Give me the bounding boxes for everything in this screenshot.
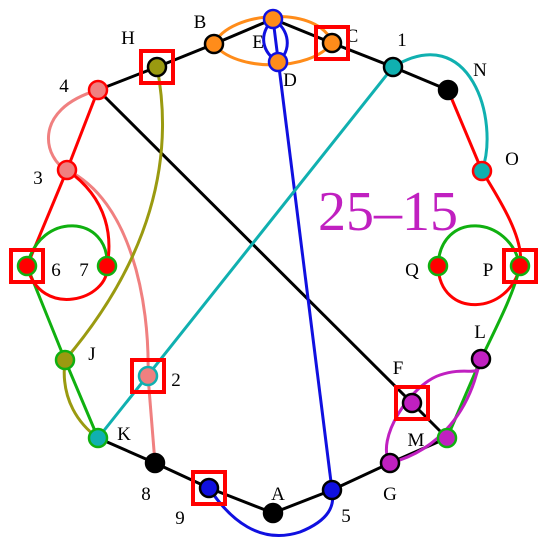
node-1	[382, 56, 404, 78]
node-label-1: 1	[397, 30, 407, 51]
highlight-box-C	[314, 25, 350, 61]
node-label-Q: Q	[405, 260, 419, 281]
node-K	[87, 427, 109, 449]
edge-A-5	[272, 488, 333, 515]
node-O	[471, 160, 493, 182]
node-5	[321, 479, 343, 501]
node-label-K: K	[117, 424, 131, 445]
curve-green-6-7-upper	[25, 224, 109, 267]
boxes-layer	[9, 25, 538, 506]
curve-olive-H-J	[63, 66, 164, 361]
edge-N-O	[446, 89, 484, 172]
node-label-A: A	[271, 484, 285, 505]
node-A	[262, 502, 284, 524]
node-label-9: 9	[175, 508, 185, 529]
node-label-3: 3	[33, 168, 43, 189]
node-label-4: 4	[59, 76, 69, 97]
edge-2-8	[146, 375, 157, 464]
node-label-5: 5	[341, 506, 351, 527]
edge-E-C	[272, 17, 333, 45]
node-E	[262, 8, 284, 30]
edge-C-1	[331, 41, 394, 69]
highlight-box-6	[9, 248, 45, 284]
node-label-M: M	[408, 430, 425, 451]
node-6	[16, 255, 38, 277]
node-C	[321, 32, 343, 54]
node-G	[379, 452, 401, 474]
highlight-box-P	[502, 248, 538, 284]
node-F	[401, 392, 423, 414]
curve-teal-1-O	[392, 53, 489, 172]
node-J	[54, 349, 76, 371]
node-label-D: D	[283, 70, 297, 91]
highlight-box-H	[139, 49, 175, 85]
node-D	[267, 51, 289, 73]
node-label-J: J	[88, 344, 95, 365]
edge-J-K	[63, 359, 100, 439]
node-label-6: 6	[51, 260, 61, 281]
node-label-L: L	[474, 322, 486, 343]
node-9	[198, 477, 220, 499]
node-label-O: O	[505, 149, 519, 170]
edge-E-5	[271, 18, 334, 491]
node-label-2: 2	[171, 370, 181, 391]
node-P	[509, 255, 531, 277]
node-label-7: 7	[79, 260, 89, 281]
edge-5-G	[331, 461, 391, 492]
edge-B-E	[213, 17, 274, 46]
nodes-layer	[16, 8, 531, 524]
node-label-8: 8	[141, 484, 151, 505]
node-7	[96, 255, 118, 277]
node-M	[436, 427, 458, 449]
edge-K-8	[97, 436, 156, 465]
node-3	[56, 159, 78, 181]
edge-9-A	[208, 486, 274, 515]
highlight-box-F	[394, 385, 430, 421]
edge-4-3	[65, 89, 100, 171]
node-L	[470, 348, 492, 370]
node-8	[144, 452, 166, 474]
node-label-E: E	[252, 32, 264, 53]
node-4	[87, 79, 109, 101]
node-label-H: H	[121, 28, 135, 49]
edge-4-F	[96, 88, 414, 405]
score-text: 25–15	[318, 181, 458, 243]
node-2	[137, 365, 159, 387]
highlight-box-9	[191, 470, 227, 506]
node-H	[146, 56, 168, 78]
node-label-F: F	[393, 358, 404, 379]
node-Q	[427, 255, 449, 277]
node-label-G: G	[383, 484, 397, 505]
node-N	[437, 79, 459, 101]
curve-blue-9-5	[207, 487, 335, 538]
node-label-B: B	[194, 12, 207, 33]
highlight-box-2	[130, 358, 166, 394]
edge-H-4	[97, 65, 158, 92]
node-B	[203, 33, 225, 55]
node-label-P: P	[483, 260, 494, 281]
node-label-N: N	[473, 60, 487, 81]
